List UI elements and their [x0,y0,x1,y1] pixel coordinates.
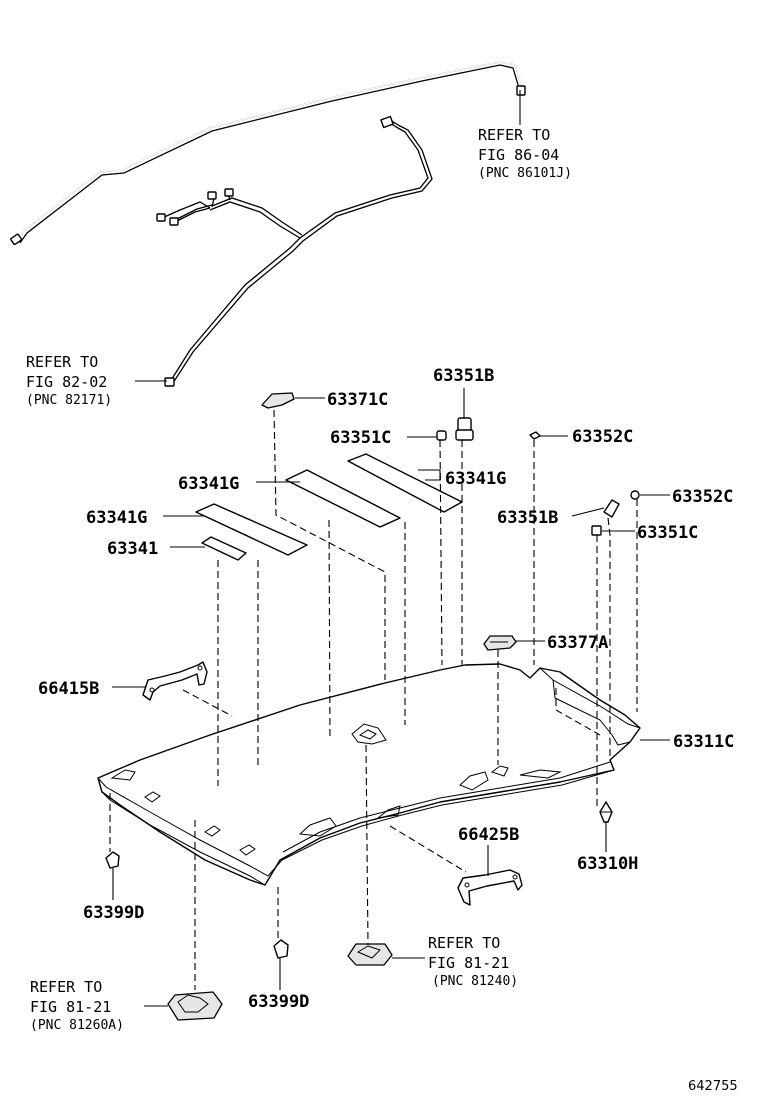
svg-text:(PNC 81260A): (PNC 81260A) [30,1018,124,1033]
part-63351C-right [591,525,602,536]
roof-wire-harness [10,61,526,387]
svg-text:REFER TO: REFER TO [478,126,550,144]
label-63351C-right: 63351C [637,523,698,543]
svg-text:REFER TO: REFER TO [428,934,500,952]
part-66425B [457,869,523,906]
reference-bottom-left: REFER TO FIG 81-21 (PNC 81260A) [30,978,124,1033]
part-63351C-top [436,430,447,441]
label-63352C-top: 63352C [572,427,633,447]
part-63310H [599,801,613,823]
label-63351B-top: 63351B [433,366,494,386]
label-63399D-left: 63399D [83,903,144,923]
label-63351B-right: 63351B [497,508,558,528]
svg-text:(PNC 86101J): (PNC 86101J) [478,166,572,181]
part-63341-pad [201,536,247,561]
part-dome-light-81240 [347,943,393,966]
part-63352C-right [630,490,640,500]
assembly-lines [109,409,638,990]
label-63341G-mid: 63341G [178,474,239,494]
label-66415B: 66415B [38,679,99,699]
label-63377A: 63377A [547,633,608,653]
label-63351C-top: 63351C [330,428,391,448]
part-63371C [261,392,295,409]
part-66415B [142,661,208,701]
part-labels: 63351B 63371C 63351C 63352C 63341G 63341… [38,366,734,1012]
part-63351B-right [603,499,620,518]
part-63352C-top [529,431,541,440]
leader-lines [112,90,670,1007]
label-63371C: 63371C [327,390,388,410]
svg-text:(PNC 81240): (PNC 81240) [432,974,518,989]
svg-text:(PNC 82171): (PNC 82171) [26,393,112,408]
part-63341G-mid-pad [285,469,401,528]
label-63399D-bottom: 63399D [248,992,309,1012]
label-63310H: 63310H [577,854,638,874]
label-63311C: 63311C [673,732,734,752]
label-66425B: 66425B [458,825,519,845]
label-63341G-left: 63341G [86,508,147,528]
part-map-light-81260A [167,991,223,1021]
part-63399D-bottom [273,939,289,959]
reference-top-right: REFER TO FIG 86-04 (PNC 86101J) [478,126,572,181]
figure-id: 642755 [688,1079,738,1094]
label-63352C-right: 63352C [672,487,733,507]
svg-text:FIG 82-02: FIG 82-02 [26,373,107,391]
reference-bottom-middle: REFER TO FIG 81-21 (PNC 81240) [428,934,518,989]
part-63377A [483,635,517,651]
label-63341: 63341 [107,539,158,559]
svg-text:FIG 81-21: FIG 81-21 [30,998,111,1016]
label-63341G-right: 63341G [445,469,506,489]
part-63351B-top [455,417,474,441]
svg-text:FIG 81-21: FIG 81-21 [428,954,509,972]
svg-text:FIG 86-04: FIG 86-04 [478,146,559,164]
part-63399D-left [105,851,120,869]
svg-text:REFER TO: REFER TO [26,353,98,371]
roof-headlining [97,663,641,886]
part-63341G-left-pad [195,503,308,556]
reference-left: REFER TO FIG 82-02 (PNC 82171) [26,353,112,408]
svg-text:REFER TO: REFER TO [30,978,102,996]
